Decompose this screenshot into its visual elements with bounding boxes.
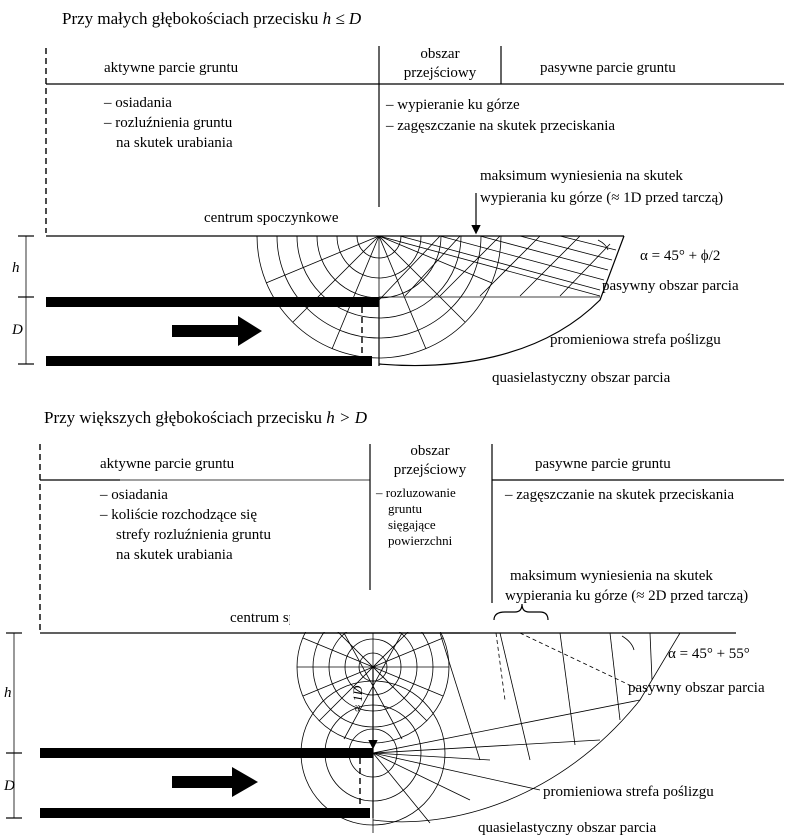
dim-1D: ≈ 1D	[350, 685, 365, 712]
transition-note-b4: powierzchni	[388, 533, 453, 548]
bottom-passive-wedge	[372, 632, 681, 823]
max-brace	[493, 603, 549, 621]
center-label: centrum spoczynkowe	[204, 210, 339, 226]
col-passive-label-2: pasywne parcie gruntu	[535, 456, 671, 472]
angle-label: α = 45° + ϕ/2	[640, 248, 720, 264]
quasi-zone-label: quasielastyczny obszar parcia	[492, 370, 671, 386]
radial-zone-label: promieniowa strefa poślizgu	[550, 332, 721, 348]
pipe-top-wall	[46, 297, 372, 307]
col-transition-label-2b: przejściowy	[394, 462, 467, 478]
col-transition-label-2: przejściowy	[404, 65, 477, 81]
bottom-dimension-lines	[6, 632, 22, 819]
active-note-b3: strefy rozluźnienia gruntu	[116, 527, 271, 543]
angle-arc-2	[621, 635, 635, 651]
angle-arc	[597, 239, 609, 251]
pipe-top-shield	[372, 297, 379, 307]
pipe-bottom-wall	[46, 356, 372, 366]
active-note-1: – osiadania	[103, 95, 172, 111]
max-note-1: maksimum wyniesienia na skutek	[480, 168, 683, 184]
transition-note-1: – wypieranie ku górze	[385, 97, 520, 113]
top-dimension-lines	[18, 235, 34, 365]
top-passive-crosshatch	[378, 235, 617, 301]
transition-note-b3: sięgające	[388, 517, 436, 532]
active-note-b1: – osiadania	[99, 487, 168, 503]
max-note-b2: wypierania ku górze (≈ 2D przed tarczą)	[505, 588, 748, 604]
jacking-direction-arrow	[172, 316, 262, 346]
pipe-bottom-wall-2	[40, 808, 370, 818]
top-heading: Przy małych głębokościach przecisku h ≤ …	[62, 9, 362, 28]
passive-zone-label: pasywny obszar parcia	[602, 278, 739, 294]
max-note-b1: maksimum wyniesienia na skutek	[510, 568, 713, 584]
pipe-top-shield-2	[360, 748, 373, 758]
col-transition-label-2a: obszar	[410, 443, 449, 459]
bottom-diagram: Przy większych głębokościach przecisku h…	[3, 408, 784, 836]
radial-zone-label-2: promieniowa strefa poślizgu	[543, 784, 714, 800]
top-outer-slip-boundary	[378, 235, 625, 367]
dim-D-2: D	[3, 778, 15, 794]
dim-h: h	[12, 260, 20, 276]
web-mask	[290, 590, 470, 632]
top-diagram: Przy małych głębokościach przecisku h ≤ …	[11, 9, 784, 386]
max-note-2: wypierania ku górze (≈ 1D przed tarczą)	[480, 190, 723, 206]
transition-note-b2: gruntu	[388, 501, 422, 516]
col-active-label: aktywne parcie gruntu	[104, 60, 239, 76]
transition-note-2: – zagęszczanie na skutek przeciskania	[385, 118, 615, 134]
active-note-b2: – koliście rozchodzące się	[99, 507, 257, 523]
col-transition-label-1: obszar	[420, 46, 459, 62]
dim-h-2: h	[4, 685, 12, 701]
passive-zone-label-2: pasywny obszar parcia	[628, 680, 765, 696]
bottom-heading: Przy większych głębokościach przecisku h…	[44, 408, 368, 427]
quasi-zone-label-2: quasielastyczny obszar parcia	[478, 820, 657, 836]
jacking-direction-arrow-2	[172, 767, 258, 797]
pipe-top-wall-2	[40, 748, 360, 758]
dim-D: D	[11, 322, 23, 338]
col-active-label-2: aktywne parcie gruntu	[100, 456, 235, 472]
col-passive-label: pasywne parcie gruntu	[540, 60, 676, 76]
angle-label-2: α = 45° + 55°	[668, 646, 750, 662]
passive-note-b1: – zagęszczanie na skutek przeciskania	[504, 487, 734, 503]
transition-note-b1: – rozluzowanie	[375, 485, 456, 500]
active-note-2: – rozluźnienia gruntu	[103, 115, 233, 131]
active-note-3: na skutek urabiania	[116, 135, 233, 151]
active-note-b4: na skutek urabiania	[116, 547, 233, 563]
